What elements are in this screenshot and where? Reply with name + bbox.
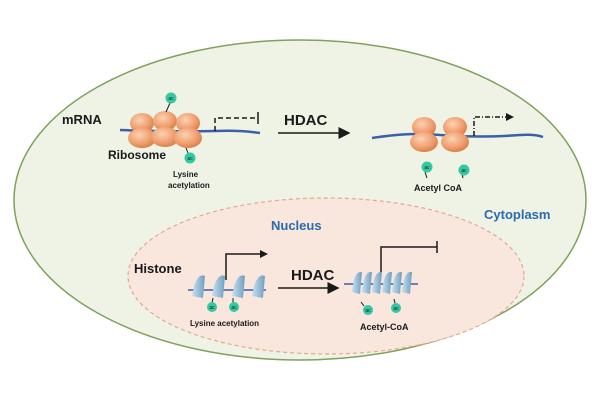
histone-condensed (344, 271, 418, 294)
ac-badge-free-bottom-2: ac (391, 298, 401, 313)
lysine-acetylation-bottom-label: Lysine acetylation (190, 319, 259, 328)
ribosome-label: Ribosome (108, 148, 166, 162)
nucleus-envelope (127, 197, 525, 355)
ac-badge-top-ribosome: ac (165, 92, 177, 113)
acetyl-coa-top-label: Acetyl CoA (414, 183, 463, 193)
ac-badge-histone-1: ac (207, 297, 217, 312)
ac-badge-free-bottom-1: ac (360, 301, 373, 315)
ac-badge-bottom-ribosome: ac (184, 147, 196, 164)
transcription-blocked-marker (380, 241, 438, 272)
svg-text:ac: ac (187, 156, 193, 162)
cytoplasm-label: Cytoplasm (484, 207, 550, 222)
nucleus-label: Nucleus (271, 218, 322, 233)
ac-badge-histone-2: ac (229, 298, 239, 312)
svg-text:ac: ac (168, 96, 174, 102)
svg-text:ac: ac (209, 305, 215, 311)
hdac-top-label: HDAC (284, 112, 327, 129)
svg-text:ac: ac (393, 306, 399, 312)
translation-blocked-marker (214, 112, 259, 131)
svg-text:ac: ac (231, 305, 237, 311)
acetyl-coa-bottom-label: Acetyl-CoA (360, 322, 409, 332)
mrna-label: mRNA (62, 112, 102, 127)
ribosome-cluster-left (128, 111, 202, 148)
lysine-acetylation-top-label-2: acetylation (168, 181, 210, 190)
histone-loose (188, 275, 266, 298)
svg-text:ac: ac (424, 165, 430, 171)
histone-label: Histone (134, 261, 182, 276)
ribosome-cluster-right (410, 117, 469, 152)
ac-badge-free-top-2: ac (458, 164, 470, 179)
svg-text:ac: ac (365, 308, 371, 314)
svg-text:ac: ac (461, 168, 467, 174)
transcription-active-marker (225, 250, 268, 280)
mrna-strand-right (371, 132, 544, 140)
lysine-acetylation-top-label-1: Lysine (173, 170, 199, 179)
ac-badge-free-top-1: ac (421, 161, 433, 179)
hdac-bottom-label: HDAC (291, 267, 334, 284)
translation-active-marker (473, 113, 514, 136)
